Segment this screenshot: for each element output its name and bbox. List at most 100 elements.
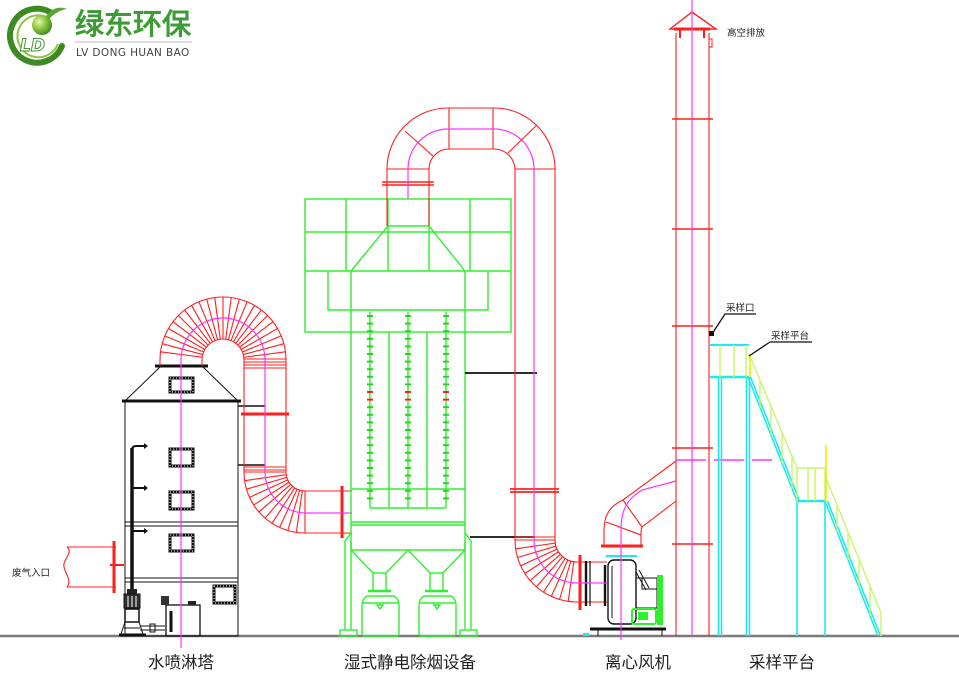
support-foot bbox=[459, 629, 478, 637]
duct-centerline bbox=[180, 317, 352, 648]
spray-water-downpipe bbox=[130, 443, 148, 592]
pump-motor-cap bbox=[127, 589, 137, 594]
stair-stringer bbox=[747, 376, 798, 502]
downpipe-branch-arrow-icon bbox=[144, 443, 148, 449]
label-centrifugal-fan: 离心风机 bbox=[605, 653, 672, 672]
elbow-outer-wall bbox=[243, 471, 306, 534]
pipe-flange bbox=[149, 623, 156, 633]
elbow-segment-line bbox=[515, 542, 556, 550]
elbow-inner-wall bbox=[554, 539, 578, 563]
logo-apple-icon bbox=[32, 15, 52, 35]
duct-joint-line bbox=[404, 130, 434, 157]
elbow-segment-line bbox=[529, 553, 561, 582]
downpipe-branch-arrow-icon bbox=[144, 528, 148, 534]
wesp-support-leg bbox=[344, 532, 352, 630]
waste-gas-inlet-duct: 废气入口 bbox=[12, 541, 124, 593]
fan-outlet-elbow-inner bbox=[640, 500, 677, 546]
logo-leaf-icon bbox=[46, 7, 67, 19]
wesp-hopper bbox=[350, 548, 466, 574]
label-wet-esp: 湿式静电除烟设备 bbox=[344, 653, 477, 672]
elbow-outer-wall bbox=[514, 539, 578, 603]
duct-joint-line bbox=[507, 124, 538, 154]
water-tank-lid bbox=[188, 601, 196, 605]
high-altitude-discharge-label: 高空排放 bbox=[727, 27, 766, 39]
circulation-pump bbox=[119, 589, 165, 637]
downpipe-branch bbox=[131, 445, 144, 451]
label-spray-tower: 水喷淋塔 bbox=[148, 653, 215, 672]
stair-stringer bbox=[826, 500, 882, 637]
stair-balusters bbox=[836, 505, 871, 616]
elbow-segment-line bbox=[295, 490, 303, 533]
support-foot bbox=[339, 629, 358, 637]
elbow-inner-wall bbox=[285, 471, 306, 492]
elbow-segment-line bbox=[550, 559, 569, 597]
elbow-segment-line bbox=[543, 558, 566, 593]
water-tank-body bbox=[165, 604, 201, 637]
wesp-upper-chamber bbox=[327, 271, 489, 311]
fan-motor bbox=[631, 608, 657, 625]
sampling-port-marker bbox=[709, 331, 714, 336]
exhaust-stack: 高空排放 采样口 bbox=[667, 0, 772, 636]
brand-name-en: LV DONG HUAN BAO bbox=[76, 47, 190, 59]
water-tank bbox=[161, 596, 201, 637]
hopper-neck bbox=[372, 572, 387, 592]
elbow-segments bbox=[515, 542, 575, 602]
elbow-outer-wall bbox=[159, 296, 287, 366]
stair-handrail bbox=[748, 353, 798, 469]
stair-handrail bbox=[825, 477, 882, 614]
pump-stand bbox=[120, 621, 144, 635]
elbow-segments bbox=[160, 297, 286, 358]
elbow-segment-line bbox=[517, 545, 557, 558]
fan-centerline bbox=[620, 480, 677, 640]
duct-inner-wall bbox=[428, 148, 516, 540]
logo-swirl-icon bbox=[7, 5, 65, 66]
sampling-port-leader bbox=[711, 313, 756, 335]
fan-motor-bracket bbox=[635, 569, 650, 591]
discharge-electrodes bbox=[367, 312, 449, 508]
wesp-support-leg bbox=[464, 532, 472, 630]
company-logo: LD 绿东环保 LV DONG HUAN BAO bbox=[7, 5, 192, 66]
duct-joint-line bbox=[605, 521, 642, 536]
sampling-platform: 采样平台 bbox=[709, 330, 882, 637]
collection-tank bbox=[418, 589, 457, 637]
stair-balusters bbox=[759, 380, 793, 489]
wesp-outlet-transition bbox=[350, 225, 466, 272]
hopper-neck bbox=[429, 572, 444, 592]
stack-rain-cap bbox=[667, 11, 719, 30]
logo-monogram: LD bbox=[20, 36, 45, 56]
elbow-segment-line bbox=[559, 560, 572, 600]
fan-base-pad bbox=[583, 633, 589, 636]
elbow-segment-line bbox=[567, 561, 575, 602]
fan-belt-guard bbox=[657, 575, 663, 625]
pump-casing bbox=[124, 608, 140, 623]
waste-gas-inlet-label: 废气入口 bbox=[12, 567, 50, 579]
collection-tank bbox=[361, 589, 400, 637]
elbow-segment-line bbox=[287, 490, 301, 531]
inlet-duct-break-line bbox=[63, 546, 70, 588]
duct-joint-line bbox=[622, 499, 643, 528]
sampling-port-label: 采样口 bbox=[726, 302, 755, 314]
equipment-labels: 水喷淋塔 湿式静电除烟设备 离心风机 采样平台 bbox=[148, 653, 815, 672]
fan-outlet-elbow-outer bbox=[603, 460, 677, 546]
water-tank-valve bbox=[161, 596, 169, 605]
duct-outer-wall bbox=[386, 107, 556, 540]
elbow-segment-line bbox=[524, 551, 559, 574]
brand-name-cn: 绿东环保 bbox=[75, 7, 192, 41]
elbow-segment-line bbox=[279, 489, 298, 528]
inspection-window bbox=[212, 584, 237, 605]
elbow-segment-line bbox=[520, 548, 558, 567]
centrifugal-fan bbox=[583, 460, 677, 640]
spray-tower bbox=[119, 364, 265, 637]
elbow-inner-wall bbox=[201, 338, 245, 366]
stair-stringer bbox=[824, 500, 879, 637]
sampling-platform-leader bbox=[748, 341, 812, 357]
logo-swirl-inner-icon bbox=[16, 14, 59, 59]
sampling-platform-callout-label: 采样平台 bbox=[771, 330, 809, 342]
wet-electrostatic-precipitator bbox=[304, 198, 537, 637]
fan-motor-terminal-box bbox=[638, 612, 648, 620]
downpipe-branch-arrow-icon bbox=[144, 485, 148, 491]
duct-spray-to-wesp bbox=[159, 296, 352, 648]
duct-centerline bbox=[407, 128, 607, 584]
stack-lug bbox=[708, 38, 713, 48]
